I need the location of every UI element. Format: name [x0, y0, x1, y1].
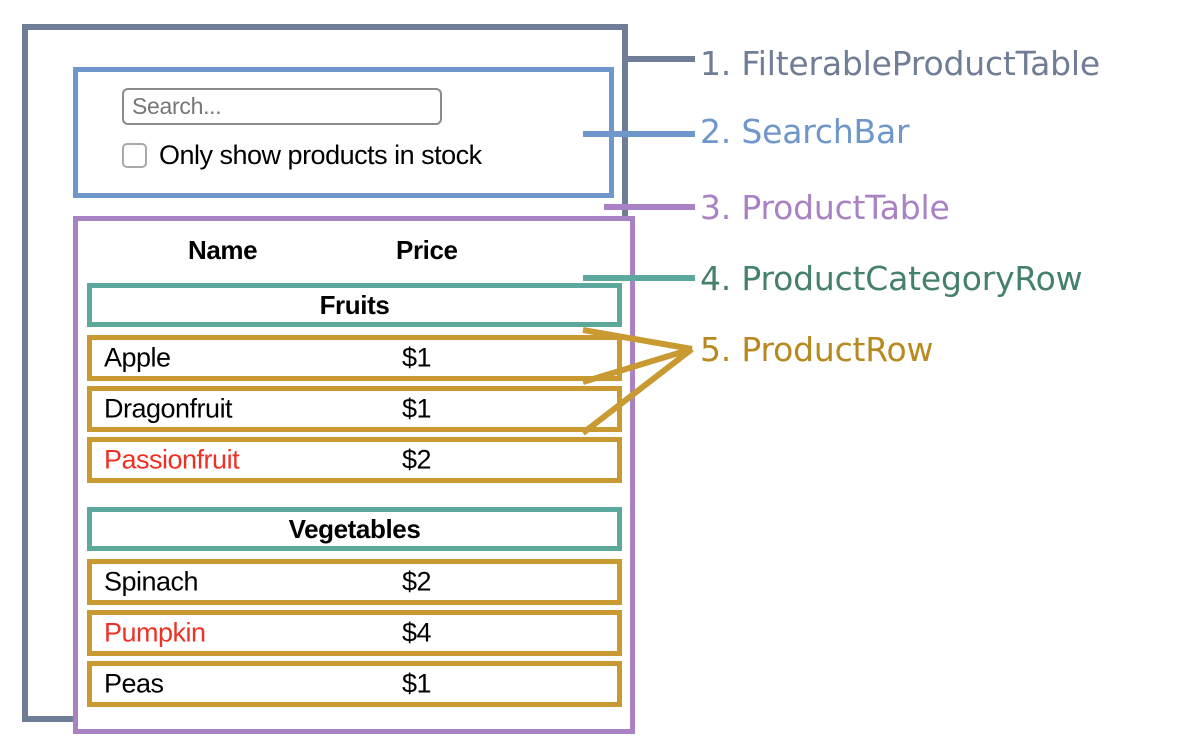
- product-name: Passionfruit: [104, 444, 240, 475]
- product-row: Dragonfruit $1: [87, 386, 622, 432]
- product-price: $1: [402, 393, 432, 424]
- product-name: Apple: [104, 342, 171, 373]
- product-name: Pumpkin: [104, 617, 206, 648]
- product-name: Spinach: [104, 566, 199, 597]
- product-row: Spinach $2: [87, 559, 622, 605]
- column-header-price: Price: [396, 234, 458, 265]
- product-price: $4: [402, 617, 432, 648]
- product-price: $1: [402, 668, 432, 699]
- product-price: $2: [402, 444, 432, 475]
- product-category-label: Fruits: [319, 289, 390, 320]
- product-price: $1: [402, 342, 432, 373]
- search-input-placeholder: Search...: [132, 93, 222, 119]
- product-category-label: Vegetables: [288, 513, 421, 544]
- in-stock-filter-row[interactable]: Only show products in stock: [122, 140, 482, 171]
- annotation-label-filterable-product-table: 1. FilterableProductTable: [700, 44, 1100, 83]
- annotation-label-product-category-row: 4. ProductCategoryRow: [700, 259, 1083, 298]
- row-group-spacer: [87, 488, 622, 507]
- annotation-label-product-row: 5. ProductRow: [700, 330, 934, 369]
- product-category-row: Fruits: [87, 283, 622, 327]
- product-category-row: Vegetables: [87, 507, 622, 551]
- in-stock-filter-label: Only show products in stock: [159, 140, 482, 170]
- product-row: Peas $1: [87, 661, 622, 707]
- product-price: $2: [402, 566, 432, 597]
- annotation-label-search-bar: 2. SearchBar: [700, 112, 910, 151]
- filterable-product-table-box: Search... Only show products in stock Na…: [22, 24, 635, 734]
- search-input[interactable]: Search...: [122, 88, 442, 125]
- annotation-label-product-table: 3. ProductTable: [700, 188, 950, 227]
- product-row: Pumpkin $4: [87, 610, 622, 656]
- checkbox-icon[interactable]: [122, 143, 147, 168]
- search-bar-box: Search... Only show products in stock: [73, 67, 614, 198]
- product-name: Dragonfruit: [104, 393, 233, 424]
- product-name: Peas: [104, 668, 164, 699]
- table-header-row: Name Price: [78, 229, 630, 271]
- product-row: Passionfruit $2: [87, 437, 622, 483]
- product-row: Apple $1: [87, 335, 622, 381]
- column-header-name: Name: [188, 234, 258, 265]
